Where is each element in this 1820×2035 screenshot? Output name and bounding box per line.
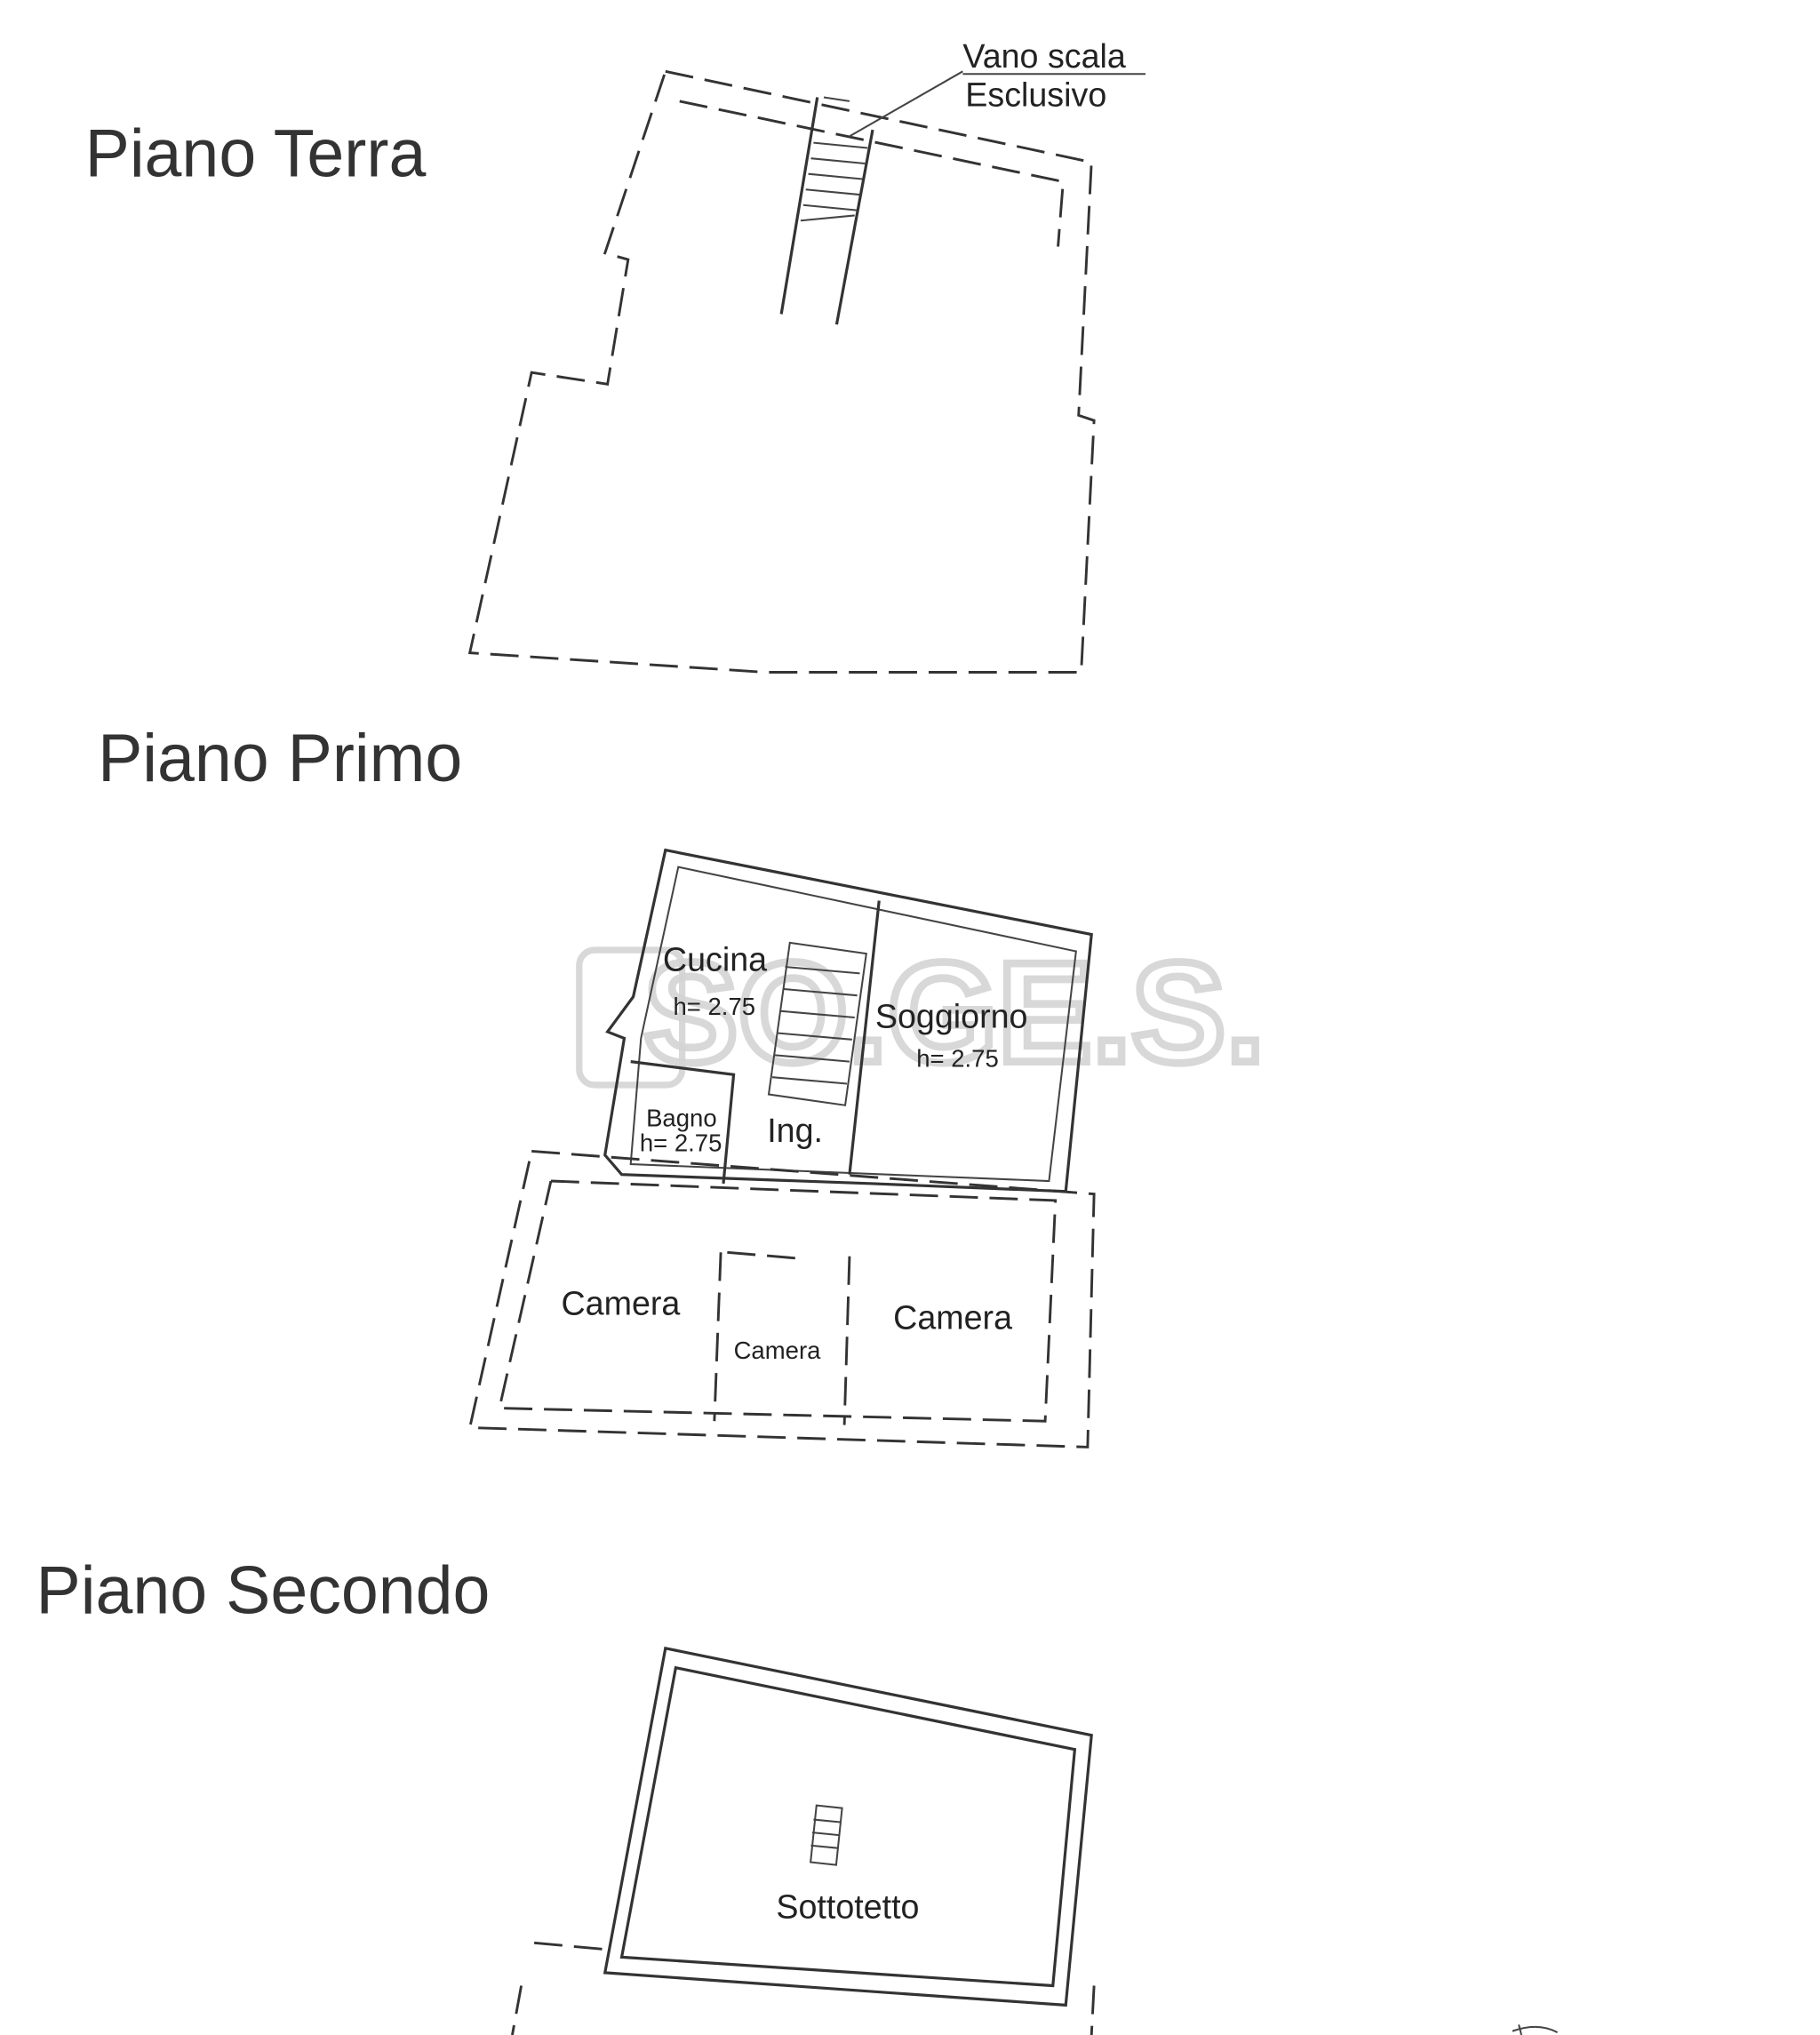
stair-label-line2: Esclusivo (965, 77, 1106, 115)
second-floor-plan: Sottotetto (511, 1646, 1559, 2035)
first-floor-plan: Cucina h= 2.75 Soggiorno h= 2.75 Bagno h… (467, 848, 1096, 1448)
room-soggiorno: Soggiorno (875, 999, 1028, 1036)
ground-floor-plan: Vano scala Esclusivo (467, 38, 1146, 674)
room-camera-middle: Camera (734, 1337, 821, 1364)
room-soggiorno-height: h= 2.75 (916, 1044, 999, 1072)
stair-label-line1: Vano scala (962, 38, 1126, 76)
room-sottotetto: Sottotetto (776, 1888, 919, 1926)
room-ingresso: Ing. (767, 1113, 823, 1150)
room-bagno-height: h= 2.75 (640, 1129, 722, 1156)
watermark-text: SO.GE.S. (643, 932, 1265, 1092)
room-bagno: Bagno (646, 1105, 717, 1132)
room-cucina: Cucina (663, 941, 768, 978)
room-camera-right: Camera (893, 1299, 1013, 1337)
second-floor-title: Piano Secondo (36, 1553, 491, 1628)
watermark-logo: SO.GE.S. (576, 929, 1269, 1096)
ground-floor-title: Piano Terra (85, 116, 427, 191)
room-cucina-height: h= 2.75 (673, 993, 755, 1020)
first-floor-title: Piano Primo (98, 722, 462, 796)
room-camera-left: Camera (561, 1285, 681, 1322)
